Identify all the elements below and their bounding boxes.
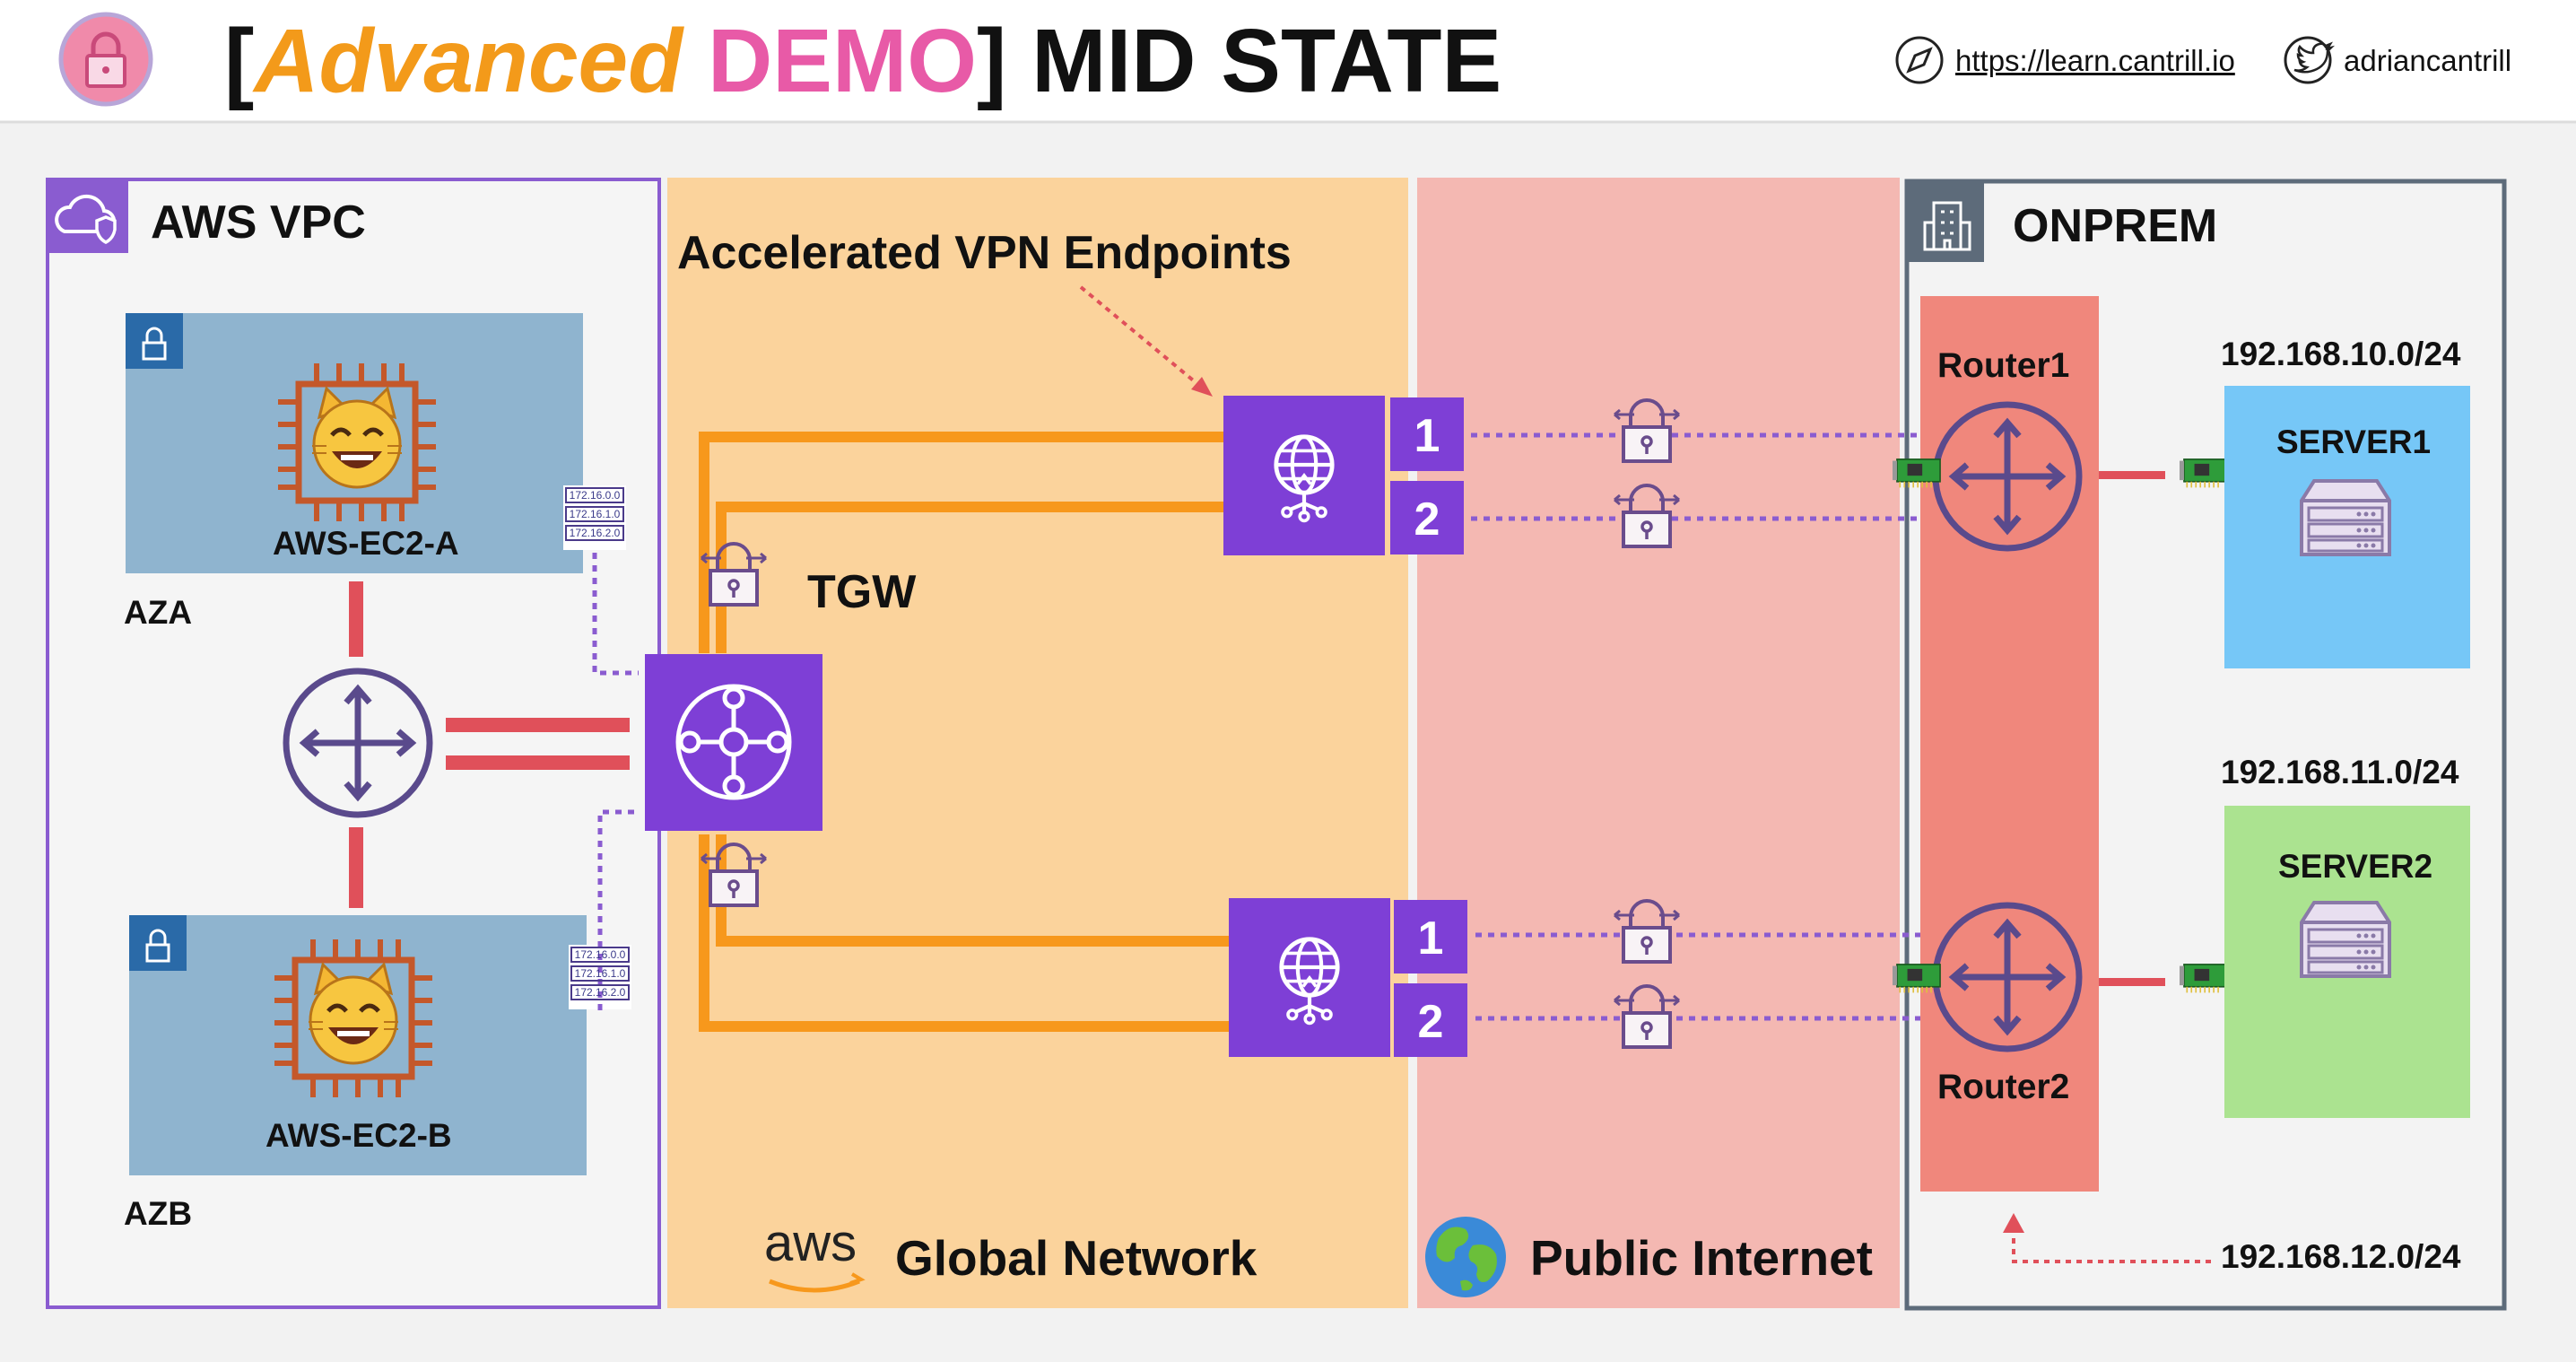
ec2-a-label: AWS-EC2-A [273, 525, 459, 562]
tgw-label: TGW [807, 566, 917, 618]
title-demo: DEMO [708, 11, 978, 111]
page-title: [Advanced DEMO] MID STATE [224, 7, 1501, 115]
title-bracket-open: [ [224, 11, 255, 111]
tunnel-bottom-2: 2 [1417, 996, 1444, 1048]
tunnel-badge [1394, 900, 1467, 973]
route-table-b-entries: 172.16.0.0 172.16.1.0 172.16.2.0 [570, 947, 630, 1000]
router-icon [286, 671, 430, 815]
vpc-cloud-icon [55, 194, 117, 244]
tunnel-top-2: 2 [1414, 493, 1440, 546]
tunnel-badge [1390, 481, 1464, 554]
public-internet-label: Public Internet [1530, 1230, 1873, 1286]
vpn-globe-icon [1229, 898, 1390, 1057]
title-bracket-close: ] [977, 11, 1007, 111]
building-icon [1923, 201, 1971, 251]
server-icon [2300, 479, 2391, 556]
vpn-globe-icon [1223, 396, 1385, 555]
tunnel-bottom-1: 1 [1417, 912, 1444, 965]
lock-badge-icon [58, 12, 153, 107]
ec2-b-label: AWS-EC2-B [265, 1117, 452, 1154]
compass-icon [1895, 36, 1944, 84]
ec2-chip-icon [278, 363, 436, 521]
server2-label: SERVER2 [2278, 848, 2433, 885]
tunnel-badge [1390, 397, 1464, 471]
public-internet-zone [1417, 178, 1900, 1308]
earth-globe-icon [1425, 1217, 1506, 1297]
course-link[interactable]: https://learn.cantrill.io [1955, 44, 2235, 77]
net1-label: 192.168.10.0/24 [2221, 336, 2461, 372]
route-entry: 172.16.0.0 [570, 947, 630, 963]
tunnel-badge [1394, 983, 1467, 1057]
route-entry: 172.16.2.0 [565, 525, 624, 541]
twitter-icon [2284, 36, 2336, 84]
twitter-handle: adriancantrill [2344, 44, 2512, 77]
aws-smile-icon [769, 1272, 866, 1293]
az-a-label: AZA [124, 594, 193, 631]
subnet-b-lock-icon [145, 929, 170, 963]
tunnel-top-1: 1 [1414, 410, 1440, 462]
route-table-a-entries: 172.16.0.0 172.16.1.0 172.16.2.0 [565, 487, 624, 541]
onprem-label: ONPREM [2013, 200, 2218, 252]
vpc-badge [48, 179, 128, 253]
net2-label: 192.168.11.0/24 [2221, 754, 2459, 790]
aws-vpc-label: AWS VPC [151, 196, 366, 249]
aws-logo-text: aws [764, 1214, 857, 1272]
server1-label: SERVER1 [2276, 423, 2432, 460]
subnet-a-lock-icon [142, 327, 167, 361]
accelerated-vpn-label: Accelerated VPN Endpoints [677, 227, 1292, 279]
net3-label: 192.168.12.0/24 [2221, 1238, 2461, 1275]
route-entry: 172.16.1.0 [570, 965, 630, 982]
transit-gateway-icon [645, 654, 822, 831]
router2-label: Router2 [1937, 1068, 2070, 1106]
global-network-label: Global Network [895, 1230, 1258, 1286]
title-advanced: Advanced [254, 11, 683, 111]
router-icon [1936, 405, 2079, 548]
az-b-label: AZB [124, 1195, 193, 1232]
ec2-chip-icon [274, 939, 432, 1097]
route-entry: 172.16.1.0 [565, 506, 624, 522]
router1-label: Router1 [1937, 346, 2070, 385]
title-mid-state: MID STATE [1031, 11, 1502, 111]
router-icon [1936, 905, 2079, 1049]
server-icon [2300, 901, 2391, 978]
route-entry: 172.16.0.0 [565, 487, 624, 503]
route-entry: 172.16.2.0 [570, 984, 630, 1000]
